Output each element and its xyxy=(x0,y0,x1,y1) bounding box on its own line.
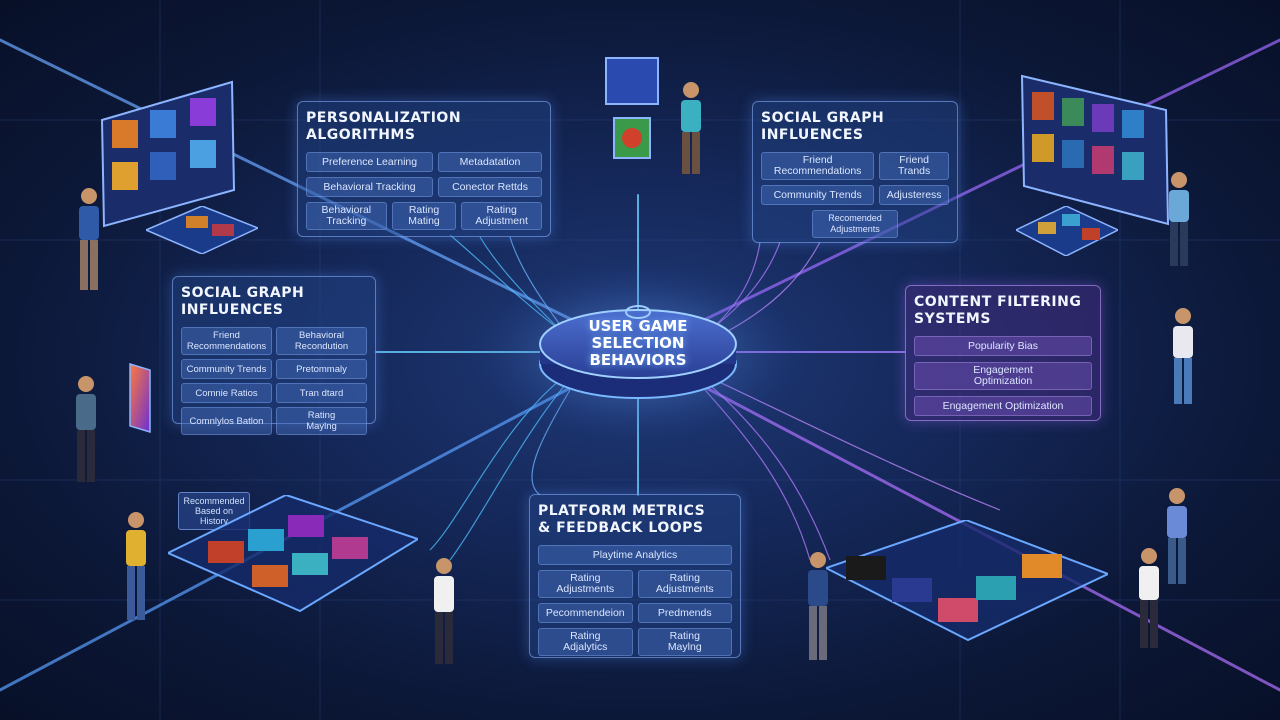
chip: Rating Adjalytics xyxy=(538,628,633,656)
chip: Community Trends xyxy=(761,185,875,205)
game-tile-icon xyxy=(146,206,258,254)
person-icon xyxy=(1139,548,1159,648)
chip: Playtime Analytics xyxy=(538,545,732,565)
chip: Metadatation xyxy=(438,152,542,172)
chip: Engagement Optimization xyxy=(914,396,1092,416)
chip: Recomended Adjustments xyxy=(812,210,898,238)
social-graph-left-panel: SOCIAL GRAPH INFLUENCES Friend Recommend… xyxy=(172,276,376,435)
chip: Behavioral Tracking xyxy=(306,177,434,197)
game-tile-icon xyxy=(168,495,418,613)
chip: Friend Trands xyxy=(879,152,949,180)
chip: Pretommaly xyxy=(276,359,367,379)
game-screen-icon xyxy=(605,57,659,159)
chip: Behavioral Recondution xyxy=(276,327,367,355)
panel-title: SOCIAL GRAPH INFLUENCES xyxy=(761,110,885,143)
chip: Pecommendeion xyxy=(538,603,633,623)
person-icon xyxy=(1173,308,1193,404)
person-icon xyxy=(79,188,99,290)
panel-title: CONTENT FILTERING SYSTEMS xyxy=(914,294,1082,327)
hub-node xyxy=(539,305,737,399)
personalization-panel: PERSONALIZATION ALGORITHMS Preference Le… xyxy=(297,101,551,237)
person-icon xyxy=(1169,172,1189,266)
chip: Popularity Bias xyxy=(914,336,1092,356)
game-screen-icon xyxy=(129,362,151,434)
chip: Rating Maylng xyxy=(637,628,732,656)
person-icon xyxy=(681,82,701,174)
panel-title: SOCIAL GRAPH INFLUENCES xyxy=(181,285,305,318)
chip: Engagement Optimization xyxy=(914,362,1092,390)
recommended-tag: Recommended Based on History xyxy=(178,492,250,530)
chip: Friend Recommendations xyxy=(181,327,272,355)
chip: Comnlylos Batlon xyxy=(181,407,272,435)
person-icon xyxy=(1167,488,1187,584)
platform-metrics-panel: PLATFORM METRICS & FEEDBACK LOOPS Playti… xyxy=(529,494,741,658)
chip: Community Trends xyxy=(181,359,272,379)
game-screen-icon xyxy=(1020,74,1170,226)
person-icon xyxy=(126,512,146,620)
chip: Rating Adjustment xyxy=(461,202,542,230)
hub-title: USER GAME SELECTION BEHAVIORS xyxy=(588,317,688,369)
chip: Rating Mating xyxy=(391,202,457,230)
person-icon xyxy=(808,552,828,660)
chip: Comnie Ratios xyxy=(181,383,272,403)
chip: Preference Learning xyxy=(306,152,434,172)
chip: Tran dtard xyxy=(276,383,367,403)
game-tile-icon xyxy=(826,520,1108,642)
game-screen-icon xyxy=(100,80,236,228)
chip: Friend Recommendations xyxy=(761,152,875,180)
panel-title: PERSONALIZATION ALGORITHMS xyxy=(306,110,462,143)
chip: Adjusteress xyxy=(879,185,949,205)
chip: Rating Maylng xyxy=(276,407,367,435)
chip: Conector Rettds xyxy=(438,177,542,197)
social-graph-top-panel: SOCIAL GRAPH INFLUENCES Friend Recommend… xyxy=(752,101,958,243)
person-icon xyxy=(76,376,96,482)
panel-title: PLATFORM METRICS & FEEDBACK LOOPS xyxy=(538,503,706,536)
chip: Behavioral Tracking xyxy=(306,202,387,230)
content-filtering-panel: CONTENT FILTERING SYSTEMS Popularity Bia… xyxy=(905,285,1101,421)
person-icon xyxy=(434,558,454,664)
chip: Rating Adjustments xyxy=(637,570,732,598)
chip: Rating Adjustments xyxy=(538,570,633,598)
game-tile-icon xyxy=(1016,206,1118,256)
chip: Predmends xyxy=(637,603,732,623)
